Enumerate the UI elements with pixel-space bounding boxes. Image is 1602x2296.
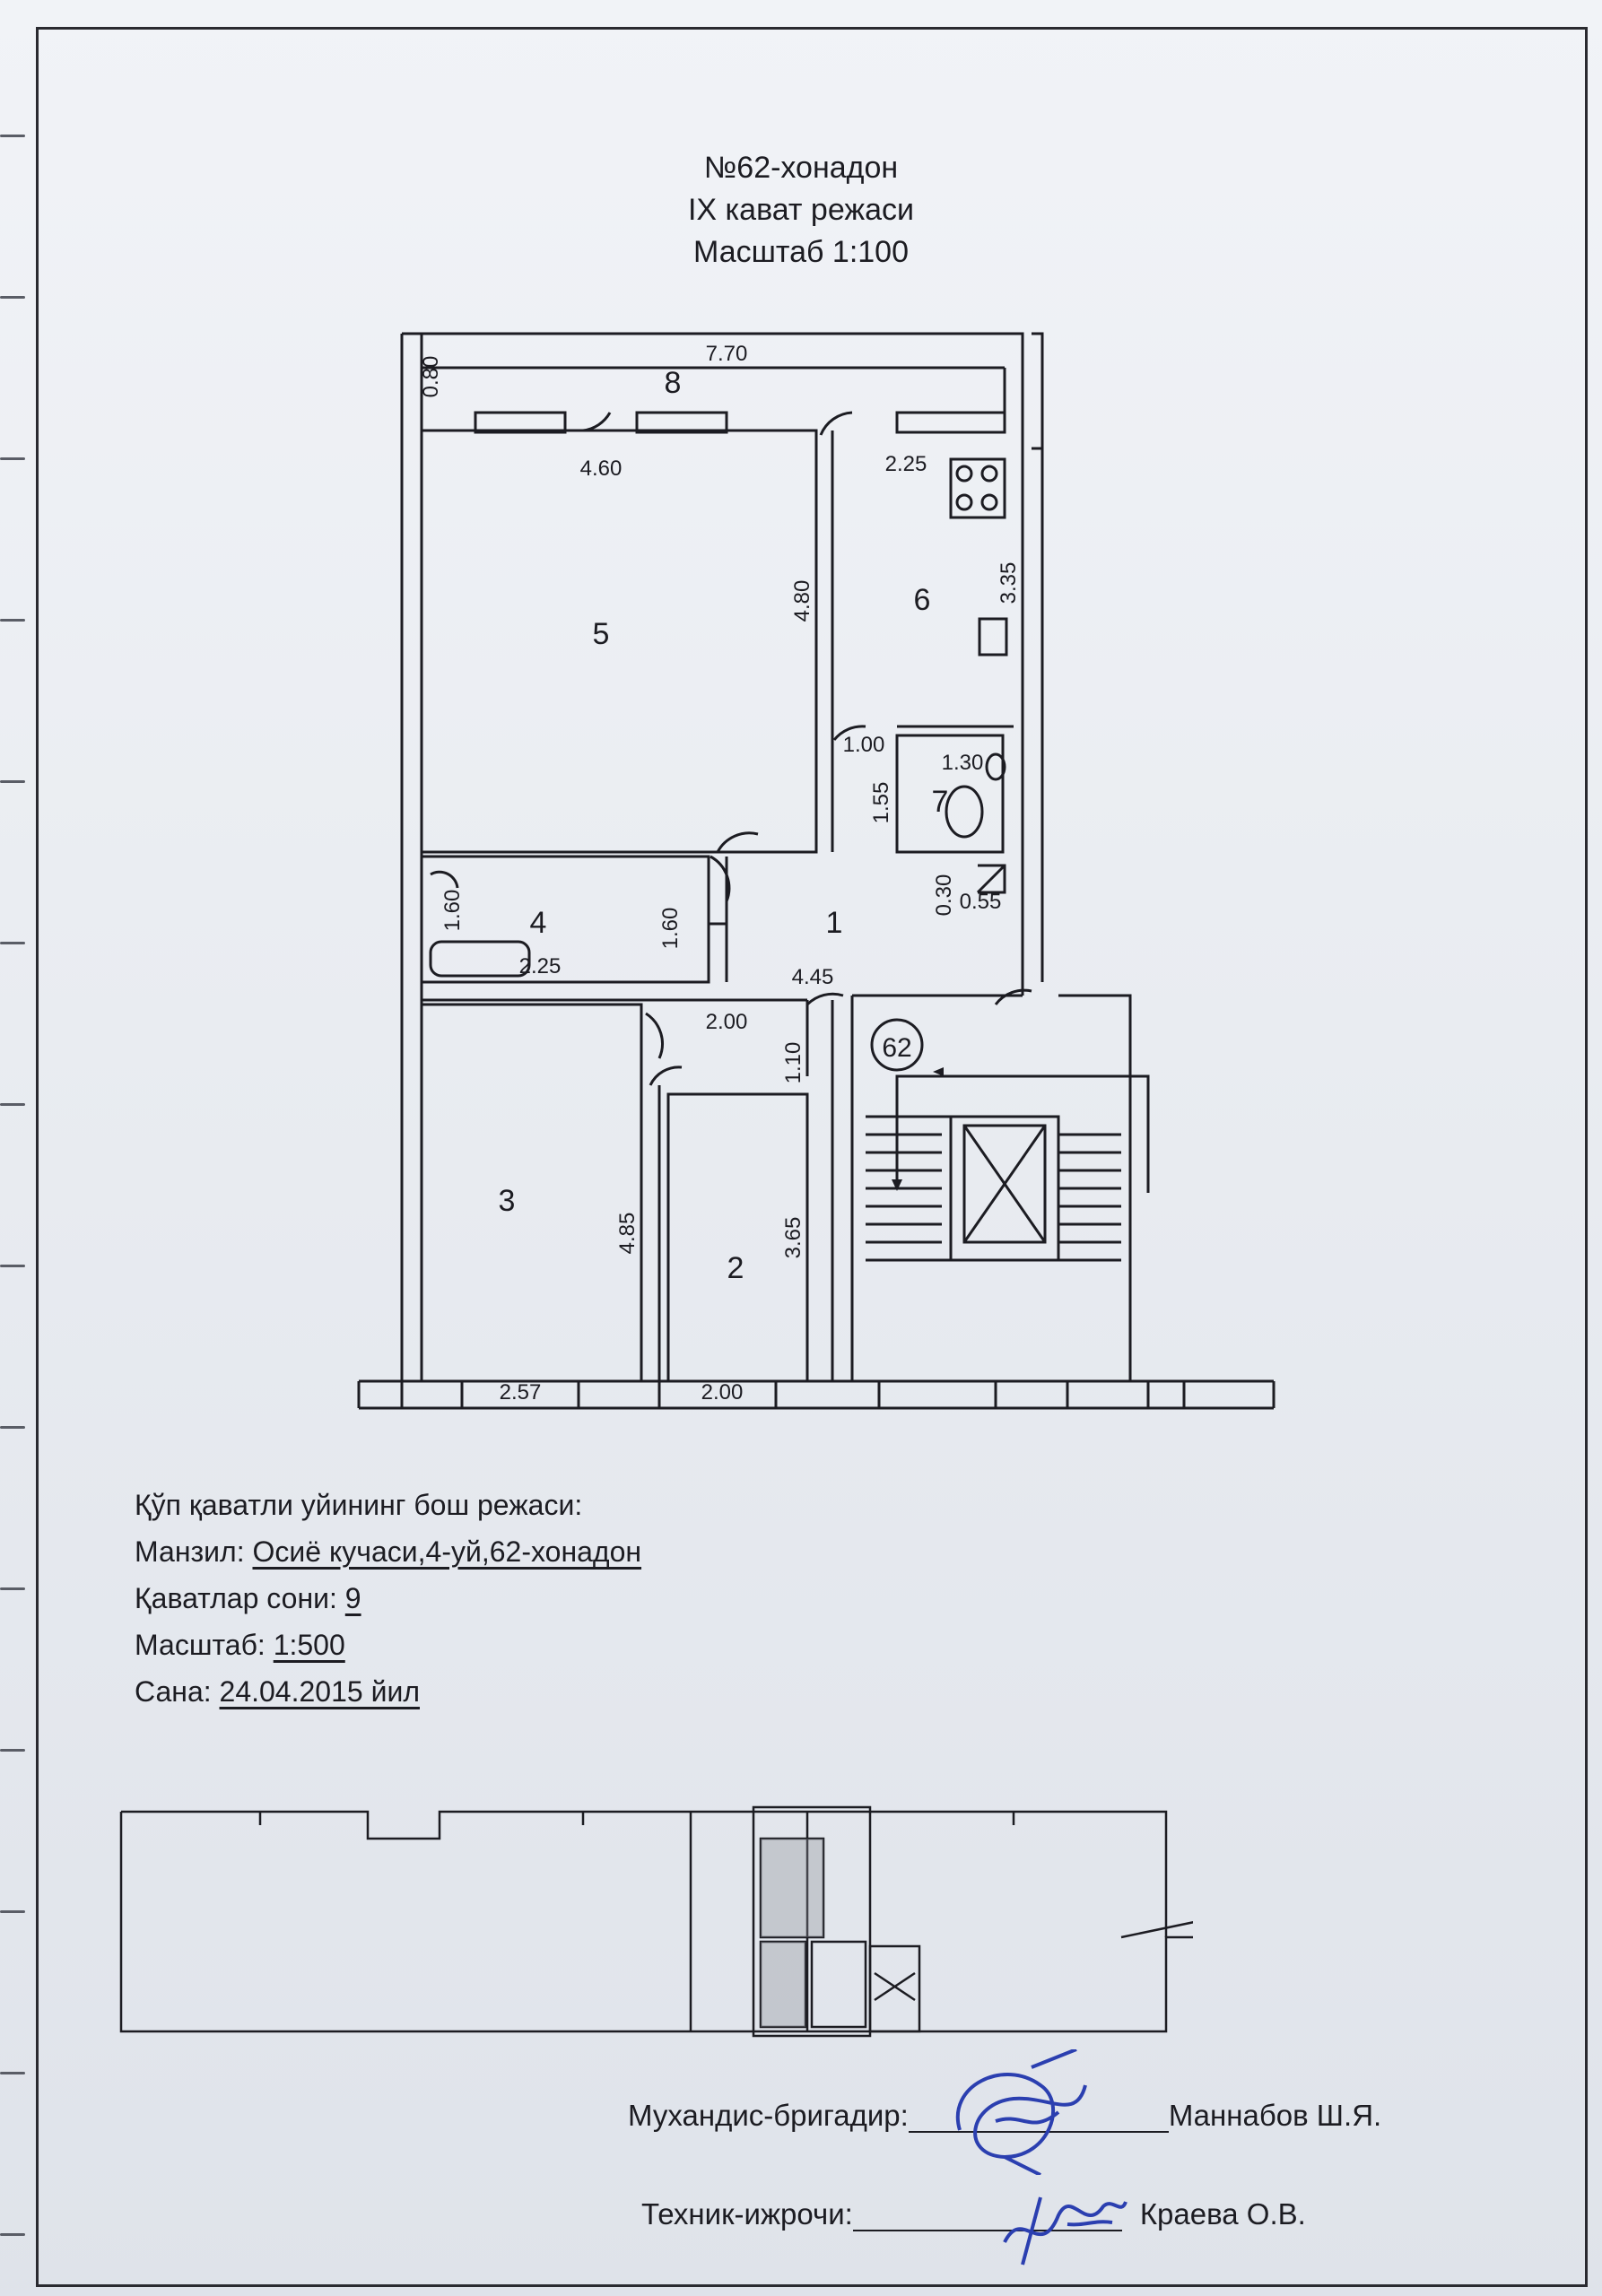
- date-value: 24.04.2015 йил: [219, 1675, 420, 1708]
- dim-0-80: 0.80: [419, 356, 443, 398]
- engineer-signature-row: Мухандис-бригадир: Маннабов Ш.Я.: [628, 2099, 1381, 2133]
- page-border: [36, 27, 1588, 2287]
- address-label: Манзил:: [135, 1535, 245, 1568]
- binding-holes: [0, 27, 25, 2287]
- dim-3-65: 3.65: [781, 1217, 805, 1259]
- dim-3-35: 3.35: [997, 562, 1021, 604]
- engineer-name: Маннабов Ш.Я.: [1168, 2099, 1382, 2132]
- scale-label: Масштаб:: [135, 1629, 266, 1661]
- floors-label: Қаватлар сони:: [135, 1582, 337, 1614]
- scale-value: 1:500: [273, 1629, 345, 1661]
- dim-4-85: 4.85: [615, 1213, 640, 1255]
- room-8-label: 8: [665, 366, 682, 400]
- dim-1-00: 1.00: [843, 733, 885, 757]
- plan-scale-title: Масштаб 1:100: [693, 235, 909, 269]
- address-value: Осиё кучаси,4-уй,62-хонадон: [252, 1535, 642, 1568]
- dim-2-00-room2: 2.00: [701, 1380, 744, 1405]
- technician-handwritten-signature: [1003, 2196, 1127, 2266]
- dim-2-25-bath: 2.25: [519, 954, 562, 978]
- room-1-label: 1: [826, 906, 843, 940]
- dim-1-60-hall: 1.60: [658, 908, 683, 950]
- info-heading: Қўп қаватли уйининг бош режаси:: [135, 1489, 583, 1521]
- technician-label: Техник-ижрочи:: [641, 2197, 853, 2231]
- technician-signature-line: [852, 2203, 1122, 2231]
- apartment-title: №62-хонадон: [703, 151, 899, 185]
- date-label: Сана:: [135, 1675, 212, 1708]
- dim-4-80: 4.80: [790, 580, 814, 622]
- room-2-label: 2: [727, 1251, 744, 1285]
- date-row: Сана: 24.04.2015 йил: [135, 1675, 420, 1709]
- dim-2-25-kitchen: 2.25: [885, 452, 927, 476]
- floors-row: Қаватлар сони: 9: [135, 1582, 361, 1615]
- dim-4-45: 4.45: [792, 965, 834, 989]
- dim-1-60-bath: 1.60: [440, 890, 465, 932]
- dim-0-55: 0.55: [960, 890, 1002, 914]
- dim-1-10: 1.10: [781, 1042, 805, 1084]
- room-4-label: 4: [530, 906, 547, 940]
- engineer-handwritten-signature: [955, 2049, 1087, 2175]
- address-row: Манзил: Осиё кучаси,4-уй,62-хонадон: [135, 1535, 641, 1569]
- dim-2-00-hall: 2.00: [706, 1010, 748, 1034]
- engineer-label: Мухандис-бригадир:: [628, 2099, 909, 2132]
- technician-name: Краева О.В.: [1139, 2197, 1306, 2231]
- dim-2-57: 2.57: [500, 1380, 542, 1405]
- floor-plan-title: IX кават режаси: [687, 193, 915, 227]
- dim-0-30: 0.30: [932, 874, 956, 917]
- dim-7-70: 7.70: [706, 342, 748, 366]
- scale-row: Масштаб: 1:500: [135, 1629, 345, 1662]
- site-plan-drawing: [119, 1805, 1193, 2038]
- floors-value: 9: [344, 1582, 361, 1614]
- room-7-label: 7: [932, 785, 949, 819]
- dim-1-55: 1.55: [869, 782, 893, 824]
- floor-plan-drawing: 8 5 6 7 4 1 3 2 62 7.70 0.80 4.60 4.80 2…: [357, 332, 1276, 1410]
- room-5-label: 5: [593, 617, 610, 651]
- dim-4-60: 4.60: [580, 457, 623, 481]
- engineer-signature-line: [908, 2104, 1169, 2133]
- room-6-label: 6: [914, 583, 931, 617]
- room-3-label: 3: [499, 1184, 516, 1218]
- dim-1-30: 1.30: [942, 751, 984, 775]
- entrance-number: 62: [882, 1033, 911, 1063]
- technician-signature-row: Техник-ижрочи: Краева О.В.: [641, 2197, 1306, 2231]
